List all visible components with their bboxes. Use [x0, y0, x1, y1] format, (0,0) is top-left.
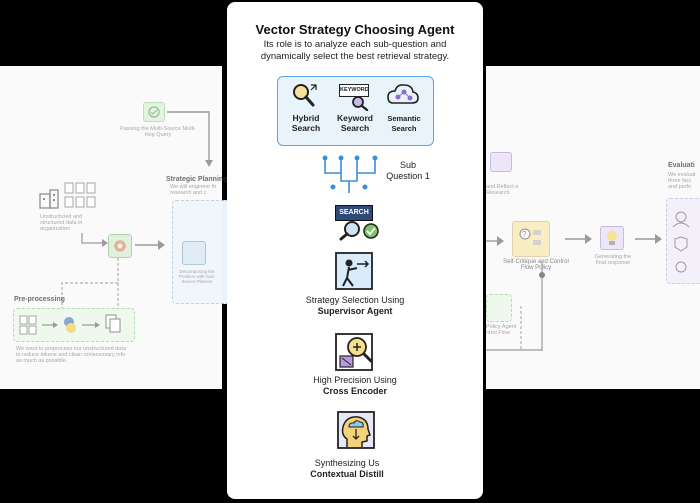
arrow-to-planner [135, 240, 165, 250]
generating-text: Generating the final response [594, 254, 632, 266]
cross-encoder-icon [335, 333, 373, 371]
evaluation-box [666, 198, 700, 284]
arrow-to-eval [635, 234, 662, 244]
stage-2-line2: Cross Encoder [322, 386, 388, 396]
dashed-connector-right [520, 306, 522, 350]
search-badge: SEARCH [335, 205, 373, 221]
card-subtitle: Its role is to analyze each sub-question… [260, 39, 450, 62]
preprocessing-title: Pre-processing [14, 296, 65, 303]
solid-connector [539, 261, 545, 351]
semantic-search-label: Semantic Search [387, 114, 421, 133]
evaluation-title: Evaluati [668, 162, 695, 169]
search-check-icon: SEARCH [333, 201, 379, 241]
search-types-group: Hybrid Search KEYWORD Keyword Search Sem… [277, 76, 434, 146]
arrow-to-generate [565, 234, 592, 244]
bottom-connector [486, 349, 542, 351]
stage-1-line2: Supervisor Agent [317, 306, 393, 316]
contextual-distillation-icon [337, 411, 375, 449]
reflect-icon [490, 152, 512, 172]
keyword-search-label: Keyword Search [337, 113, 373, 133]
planner-box: Decomposing the Problem with Sub-Source … [172, 200, 230, 304]
decomposing-text: Decomposing the Problem with Sub-Source … [178, 269, 216, 284]
arrow-to-planning [167, 111, 213, 167]
dashed-connector-2 [61, 282, 118, 310]
policy-agent-text: Policy Agent ntrol Flow [486, 324, 517, 336]
sub-question-label: Sub Question 1 [386, 160, 430, 181]
preprocessing-desc: We want to preprocess our unstructured d… [16, 346, 126, 364]
dashed-connector [117, 258, 119, 313]
preprocessing-box [13, 308, 135, 342]
supervisor-agent-icon [335, 252, 373, 290]
passing-query-text: Passing the Multi-Source Multi-Hop Query [119, 126, 197, 138]
reflect-text: and Reflect e Research [486, 184, 519, 196]
evaluation-desc: We evaluat three fact and perfo [668, 172, 696, 190]
hybrid-search-icon [289, 81, 319, 116]
strategic-planning-desc: We will engineer th research and c [170, 184, 217, 196]
building-icon [38, 188, 60, 215]
lightbulb-icon [600, 226, 624, 250]
light-glare [387, 412, 477, 487]
stage-2-label: High Precision Using Cross Encoder [227, 375, 483, 397]
arrow-to-gear [81, 233, 108, 247]
vector-strategy-card: Vector Strategy Choosing Agent Its role … [227, 2, 483, 499]
card-title: Vector Strategy Choosing Agent [255, 22, 455, 37]
gear-icon [108, 234, 132, 258]
sub-question-connectors [322, 155, 378, 193]
control-flow-icon: ? [512, 221, 550, 257]
strategic-planning-title: Strategic Planning [166, 176, 228, 183]
planner-icon [182, 241, 206, 265]
stage-1-label: Strategy Selection Using Supervisor Agen… [227, 295, 483, 317]
arrow-into-critique [486, 236, 504, 246]
keyword-badge: KEYWORD [339, 84, 369, 97]
documents-icon [64, 182, 98, 217]
preprocessing-icons [19, 314, 121, 335]
stage-2-line1: High Precision Using [313, 375, 397, 385]
svg-text:?: ? [522, 230, 527, 239]
stage-3-line1: Synthesizing Us [314, 458, 380, 468]
keyword-search-icon: KEYWORD [338, 81, 370, 111]
hybrid-search-label: Hybrid Search [291, 113, 321, 133]
unstructured-data-text: Unstructured and structured data in orga… [40, 214, 83, 232]
policy-icon-box [486, 294, 512, 322]
stage-3-line2: Contextual Distill [310, 469, 384, 479]
stage-3-label: Synthesizing Us Contextual Distill [219, 458, 475, 480]
left-workflow-panel: Passing the Multi-Source Multi-Hop Query… [0, 66, 230, 389]
query-check-icon [143, 102, 165, 122]
stage-1-line1: Strategy Selection Using [305, 295, 405, 305]
right-workflow-panel: and Reflect e Research ? Self-Critique a… [486, 66, 700, 389]
evaluation-icons [672, 211, 690, 273]
self-critique-text: Self-Critique and Control Flow Policy [503, 259, 569, 271]
semantic-search-icon [386, 81, 420, 116]
